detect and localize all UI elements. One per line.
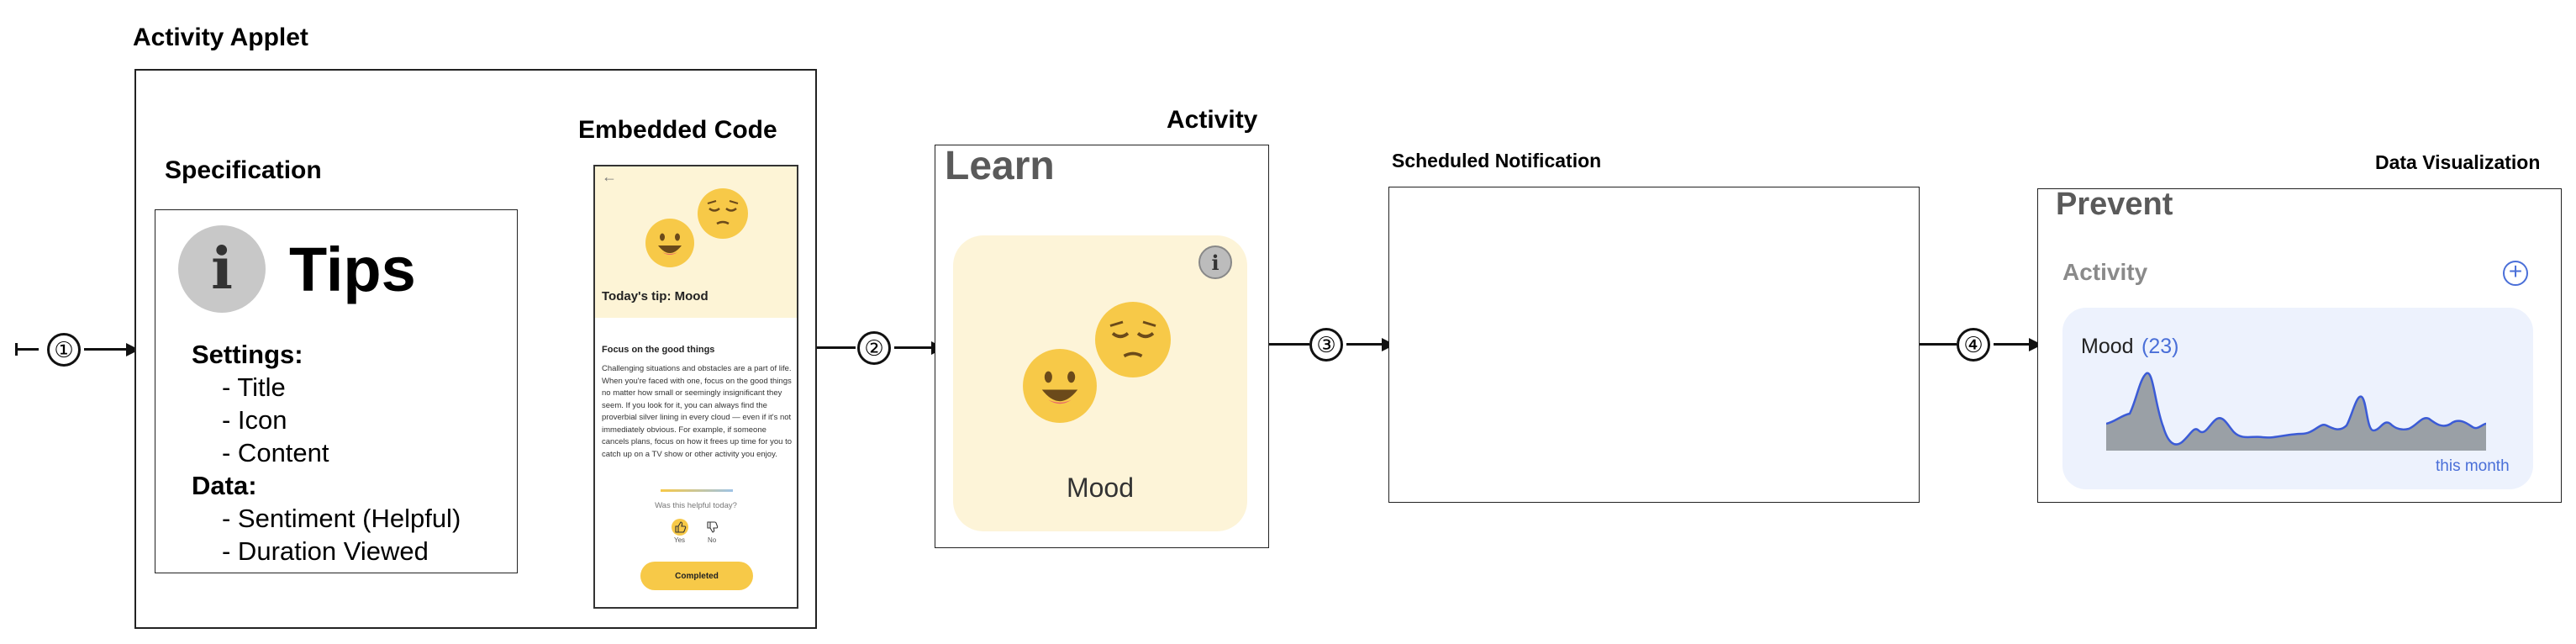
embedded-heading: Embedded Code xyxy=(578,116,777,144)
learn-title: Learn xyxy=(945,144,1055,188)
phone-mockup: ← Today's tip: Mood Focus on the good th… xyxy=(593,165,798,609)
entry-tick xyxy=(15,343,18,356)
arrow-1-line xyxy=(84,348,126,351)
notification-container xyxy=(1388,187,1920,503)
step-1-marker: ① xyxy=(47,333,81,367)
yes-label: Yes xyxy=(674,536,686,544)
helpful-question: Was this helpful today? xyxy=(655,501,737,510)
step-2-marker: ② xyxy=(857,331,891,365)
prevent-title: Prevent xyxy=(2056,187,2173,222)
spec-heading: Specification xyxy=(165,156,322,184)
data-duration: - Duration Viewed xyxy=(222,536,429,566)
arrow-2-line-a xyxy=(817,346,856,349)
step-4-marker: ④ xyxy=(1957,328,1990,362)
arrow-2-line-b xyxy=(894,346,935,349)
period-label: this month xyxy=(2436,457,2510,475)
spec-card-title: Tips xyxy=(289,235,416,304)
setting-icon: - Icon xyxy=(222,405,287,435)
notification-heading: Scheduled Notification xyxy=(1392,150,1602,172)
step-3-marker: ③ xyxy=(1309,328,1343,362)
back-arrow-icon[interactable]: ← xyxy=(602,168,617,185)
info-icon: i xyxy=(178,225,266,313)
arrow-4-line-a xyxy=(1920,343,1957,346)
setting-content: - Content xyxy=(222,438,329,467)
tip-title: Today's tip: Mood xyxy=(602,289,709,304)
entry-line-start xyxy=(15,348,39,351)
smiling-face-large-icon xyxy=(1023,349,1097,423)
progress-divider xyxy=(661,489,733,492)
activity-heading: Activity xyxy=(1167,106,1258,134)
dataviz-heading: Data Visualization xyxy=(2375,151,2541,173)
settings-label: Settings: xyxy=(192,340,303,369)
arrow-3-line-a xyxy=(1269,343,1309,346)
mood-label: Mood xyxy=(1066,472,1135,503)
spec-list: Settings: - Title - Icon - Content Data:… xyxy=(192,338,461,567)
pensive-face-icon xyxy=(698,188,748,239)
data-sentiment: - Sentiment (Helpful) xyxy=(222,504,461,533)
completed-button[interactable]: Completed xyxy=(640,562,753,590)
section-title: Focus on the good things xyxy=(602,345,715,355)
info-icon-small[interactable]: i xyxy=(1198,245,1232,279)
phone-header-bg xyxy=(595,166,797,318)
mood-metric-label: Mood xyxy=(2081,335,2134,358)
data-label: Data: xyxy=(192,471,257,500)
no-label: No xyxy=(708,536,717,544)
arrow-3-line-b xyxy=(1346,343,1385,346)
mood-card[interactable] xyxy=(953,235,1247,531)
add-icon[interactable]: + xyxy=(2503,260,2528,286)
smiling-face-icon xyxy=(645,219,694,267)
thumbs-down-icon[interactable] xyxy=(703,518,721,536)
mood-count: (23) xyxy=(2141,335,2179,358)
pensive-face-large-icon xyxy=(1095,302,1171,377)
setting-title: - Title xyxy=(222,372,286,402)
applet-title: Activity Applet xyxy=(133,24,308,51)
arrow-4-line-b xyxy=(1994,343,2032,346)
mood-sparkline xyxy=(2106,372,2486,451)
activity-section-label: Activity xyxy=(2062,259,2148,285)
thumbs-up-icon[interactable] xyxy=(671,518,689,536)
tip-body: Challenging situations and obstacles are… xyxy=(602,364,793,459)
